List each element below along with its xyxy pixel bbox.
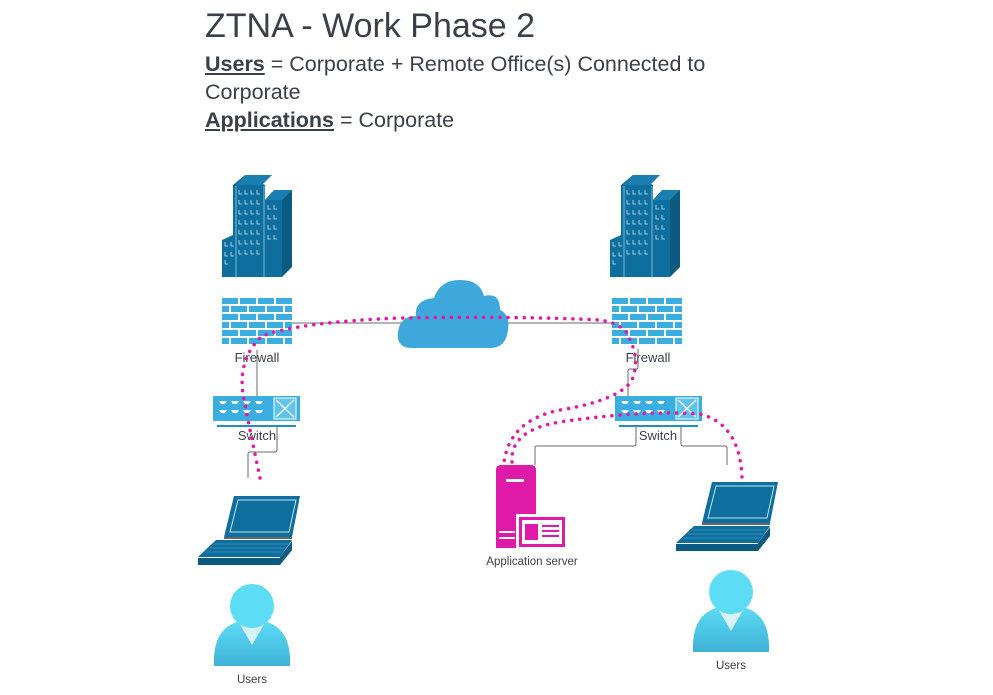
users-scope-line: Users = Corporate + Remote Office(s) Con… bbox=[205, 50, 745, 106]
wire-connections bbox=[247, 322, 728, 478]
applications-scope-line: Applications = Corporate bbox=[205, 106, 745, 134]
application-server-icon bbox=[496, 465, 568, 550]
right-users-label: Users bbox=[716, 660, 746, 672]
left-firewall-icon bbox=[222, 297, 292, 349]
right-firewall-label: Firewall bbox=[626, 350, 671, 365]
left-user-icon bbox=[213, 584, 291, 666]
application-server-label: Application server bbox=[486, 556, 578, 568]
users-scope-label: Users bbox=[205, 52, 265, 76]
applications-scope-value: = Corporate bbox=[334, 108, 455, 132]
right-switch-laptop-link bbox=[680, 426, 728, 465]
left-switch-label: Switch bbox=[238, 428, 276, 443]
ztna-flow-left-user-to-app bbox=[240, 315, 638, 480]
right-user-icon bbox=[692, 570, 770, 652]
cloud-icon bbox=[397, 280, 509, 348]
right-firewall-switch-link bbox=[627, 340, 639, 396]
applications-scope-label: Applications bbox=[205, 108, 335, 132]
left-laptop-icon bbox=[197, 495, 301, 566]
right-office-building-icon bbox=[609, 174, 681, 278]
page-title: ZTNA - Work Phase 2 bbox=[205, 7, 536, 45]
right-switch-label: Switch bbox=[639, 428, 677, 443]
left-firewall-label: Firewall bbox=[235, 350, 280, 365]
left-office-building-icon bbox=[221, 174, 293, 278]
left-users-label: Users bbox=[237, 674, 267, 686]
right-laptop-icon bbox=[675, 481, 779, 552]
ztna-flows bbox=[240, 315, 744, 480]
right-switch-server-link bbox=[534, 426, 637, 465]
right-switch-icon bbox=[614, 395, 703, 427]
right-firewall-icon bbox=[612, 297, 682, 349]
left-switch-icon bbox=[212, 395, 301, 427]
left-switch-laptop-link bbox=[247, 426, 278, 478]
users-scope-value: = Corporate + Remote Office(s) Connected… bbox=[205, 52, 706, 104]
scope-description: Users = Corporate + Remote Office(s) Con… bbox=[205, 50, 745, 134]
